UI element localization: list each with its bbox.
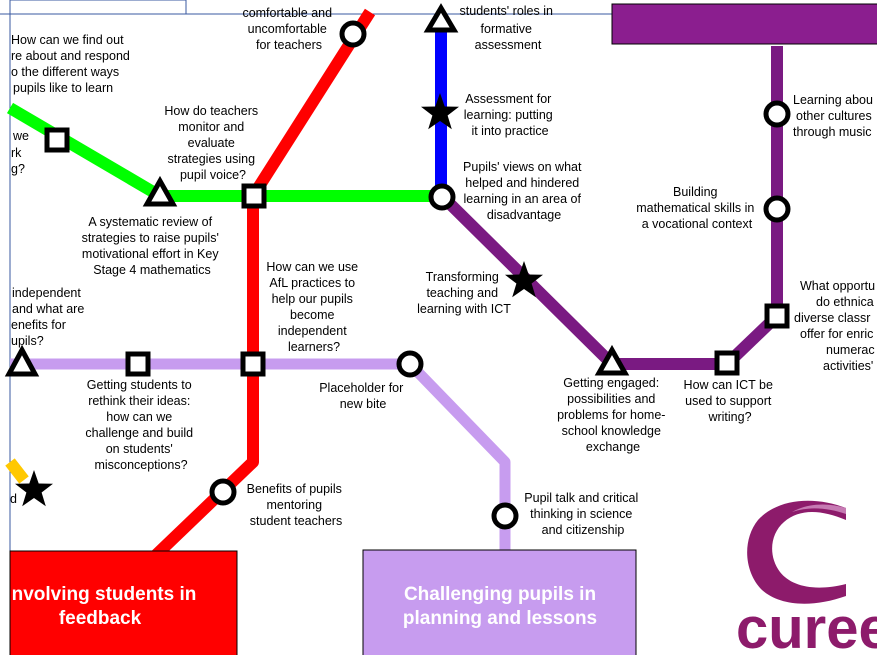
station-d-star-label: d (10, 492, 17, 506)
station-transforming-ict-label: Transforming teaching and learning with … (417, 270, 511, 316)
station-pupil-talk-label: Pupil talk and critical thinking in scie… (524, 491, 641, 537)
station-find-out-more-label: How can we find out re about and respond… (11, 33, 133, 95)
station-systematic-review-label: A systematic review of strategies to rai… (82, 215, 223, 277)
station-afl-practices-label: How can we use AfL practices to help our… (266, 260, 361, 354)
station-we-ork-label: we rk g? (11, 129, 32, 176)
terminal-involving-students-line1: nvolving students in (12, 584, 197, 605)
yellow-line (5, 458, 29, 484)
station-independent-label: independent and what are enefits for upi… (11, 286, 88, 348)
station-pupils-views-label: Pupils' views on what helped and hindere… (463, 160, 585, 222)
station-mathematical-skills-marker (763, 195, 791, 223)
station-d-star-marker (15, 470, 53, 507)
station-assessment-for-learning-label: Assessment for learning: putting it into… (464, 92, 556, 138)
station-rethink-ideas-marker (125, 351, 151, 377)
station-find-out-more-marker (44, 127, 70, 153)
terminal-involving-students: nvolving students in feedback (9, 550, 238, 655)
station-afl-practices-marker (240, 351, 266, 377)
station-ethnically-diverse-marker (764, 303, 790, 329)
station-getting-engaged-label: Getting engaged: possibilities and probl… (557, 376, 669, 454)
station-monitor-evaluate-marker (241, 183, 267, 209)
station-ict-writing-marker (714, 350, 740, 376)
station-transforming-ict-marker (505, 261, 543, 298)
station-comfortable-uncomfortable-marker (339, 20, 367, 48)
station-benefits-mentoring-label: Benefits of pupils mentoring student tea… (247, 482, 346, 528)
station-getting-engaged-marker (594, 344, 630, 376)
terminal-challenging-pupils: Challenging pupils in planning and lesso… (362, 549, 637, 655)
curee-logo-mark (747, 500, 846, 604)
top-left-partial-box (9, 0, 187, 15)
station-placeholder-marker (396, 350, 424, 378)
station-pupils-views-marker (428, 183, 456, 211)
station-monitor-evaluate-label: How do teachers monitor and evaluate str… (164, 104, 261, 182)
station-benefits-mentoring-marker (209, 478, 237, 506)
station-rethink-ideas-label: Getting students to rethink their ideas:… (85, 378, 196, 472)
station-independent-marker (4, 344, 40, 377)
station-ethnically-diverse-label: What opportu do ethnica diverse classr o… (794, 279, 877, 373)
terminal-challenging-pupils-line1: Challenging pupils in (404, 584, 596, 605)
station-ict-writing-label: How can ICT be used to support writing? (684, 378, 777, 424)
station-placeholder-label: Placeholder for new bite (319, 381, 407, 411)
terminal-challenging-pupils-line2: planning and lessons (403, 608, 597, 629)
station-comfortable-uncomfortable-label: comfortable and uncomfortable for teache… (242, 6, 335, 52)
station-roles-formative-label: students' roles in formative assessment (460, 4, 557, 52)
station-mathematical-skills-label: Building mathematical skills in a vocati… (636, 185, 758, 231)
terminal-involving-students-line2: feedback (59, 608, 142, 629)
curee-logo: curee (736, 500, 877, 655)
station-learning-other-cultures-marker (763, 100, 791, 128)
terminal-top-right (611, 3, 877, 45)
curee-logo-text: curee (736, 596, 877, 655)
station-assessment-for-learning-marker (421, 93, 459, 130)
red-line (150, 8, 376, 561)
station-systematic-review-marker (142, 175, 178, 207)
station-roles-formative-marker (423, 3, 459, 33)
station-learning-other-cultures-label: Learning abou other cultures through mus… (793, 93, 876, 139)
station-pupil-talk-marker (491, 502, 519, 530)
